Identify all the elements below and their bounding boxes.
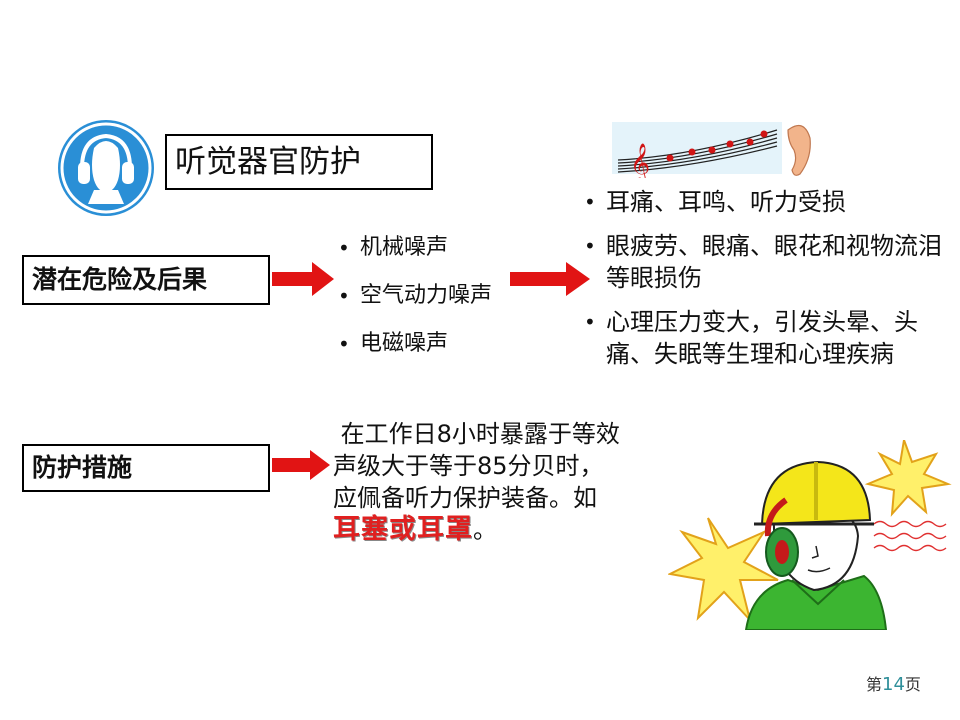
hazards-label: 潜在危险及后果	[22, 255, 270, 305]
list-item: 空气动力噪声	[336, 281, 492, 311]
protection-advice: 在工作日8小时暴露于等效声级大于等于85分贝时，应佩备听力保护装备。如耳塞或耳罩…	[333, 418, 623, 546]
page-number: 第14页	[866, 671, 921, 695]
list-item: 耳痛、耳鸣、听力受损	[582, 186, 942, 218]
list-item: 机械噪声	[336, 233, 492, 263]
advice-emphasis: 耳塞或耳罩	[333, 514, 473, 545]
measures-label: 防护措施	[22, 444, 270, 492]
page-title: 听觉器官防护	[165, 134, 433, 190]
consequence-list: 耳痛、耳鸣、听力受损 眼疲劳、眼痛、眼花和视物流泪等眼损伤 心理压力变大，引发头…	[582, 186, 942, 382]
arrow-right-icon	[272, 450, 330, 480]
list-item: 眼疲劳、眼痛、眼花和视物流泪等眼损伤	[582, 230, 942, 294]
music-ear-icon: 𝄞	[612, 122, 811, 178]
arrow-right-icon	[272, 262, 334, 296]
noise-source-list: 机械噪声 空气动力噪声 电磁噪声	[336, 233, 492, 377]
ear-protection-sign-icon	[58, 120, 154, 216]
advice-end: 。	[473, 516, 497, 544]
list-item: 电磁噪声	[336, 329, 492, 359]
page-number-value: 14	[882, 674, 905, 695]
advice-paragraph: 在工作日8小时暴露于等效声级大于等于85分贝时，应佩备听力保护装备。如耳塞或耳罩…	[333, 418, 623, 546]
worker-with-earmuffs-illustration	[668, 440, 952, 630]
arrow-right-icon	[510, 262, 590, 296]
page-prefix: 第	[866, 675, 883, 694]
page-suffix: 页	[904, 675, 921, 694]
list-item: 心理压力变大，引发头晕、头痛、失眠等生理和心理疾病	[582, 306, 942, 370]
svg-text:𝄞: 𝄞	[630, 143, 650, 178]
advice-text: 在工作日8小时暴露于等效声级大于等于85分贝时，应佩备听力保护装备。如	[333, 420, 620, 512]
